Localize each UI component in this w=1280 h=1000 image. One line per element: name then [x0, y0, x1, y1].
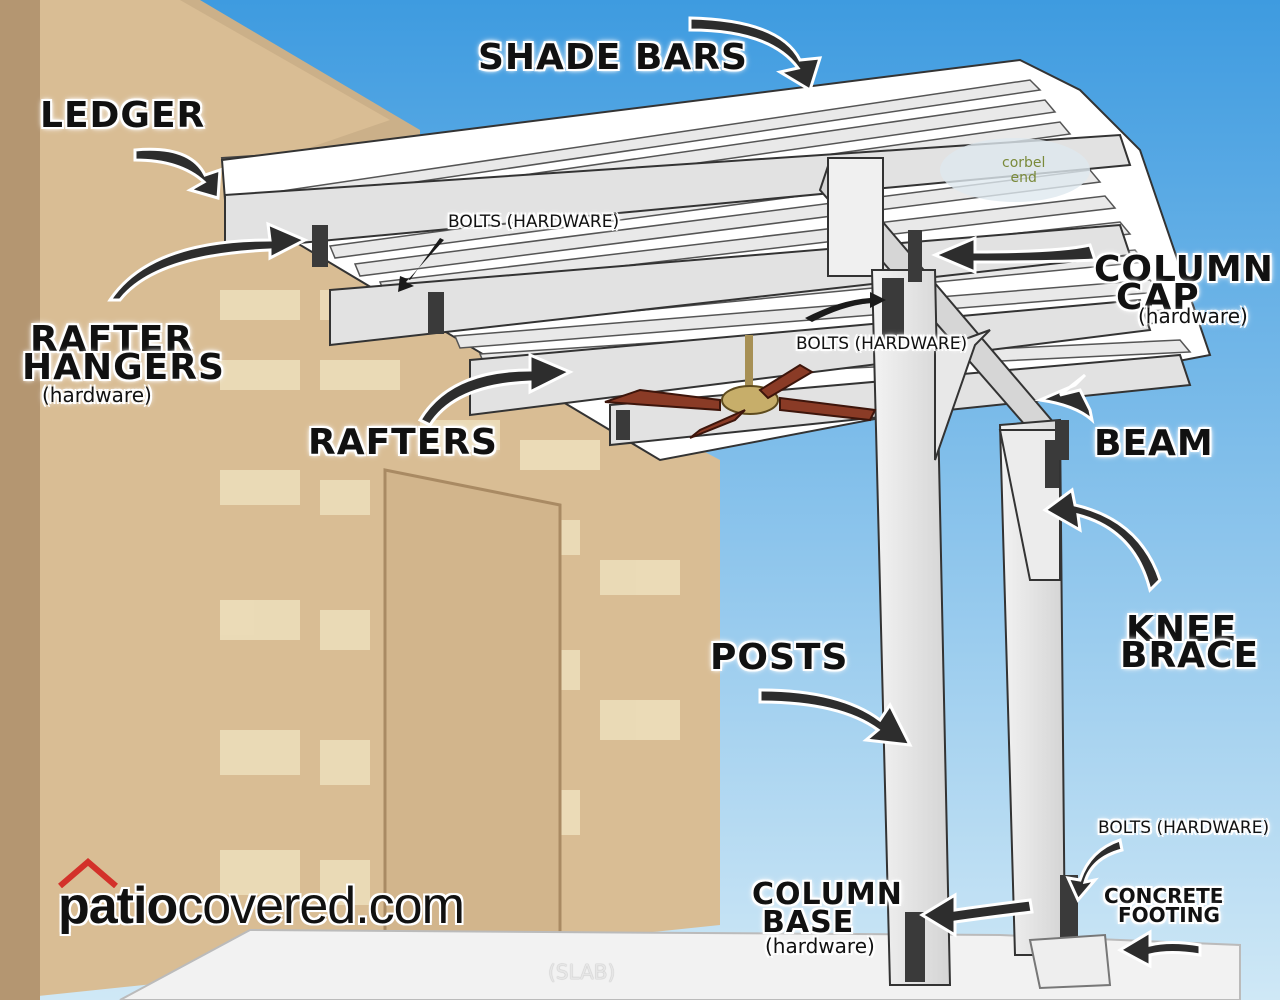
concrete-footing	[1028, 933, 1112, 990]
knee-brace-left	[934, 329, 991, 461]
label-bolts-bottom: BOLTS (hardware)	[1098, 818, 1270, 838]
arrow-shade-bars	[688, 16, 823, 93]
label-concrete-footing-line1: CONCRETE	[1104, 884, 1224, 908]
label-corbel-line1: corbel	[1002, 155, 1046, 171]
logo[interactable]: patiocovered.com	[58, 858, 465, 935]
logo-word-patio: patio	[58, 877, 178, 935]
arrow-posts	[758, 688, 913, 747]
label-knee-brace-line2: BRACE	[1120, 635, 1260, 676]
arrow-beam	[1034, 373, 1095, 425]
arrow-ledger	[133, 147, 222, 200]
slab	[119, 928, 1241, 1000]
label-corbel-line2: end	[1010, 169, 1037, 186]
arrow-knee-brace	[1042, 487, 1162, 593]
label-beam: BEAM	[1094, 423, 1214, 464]
label-rafter-hangers-line1: RAFTER	[30, 319, 194, 360]
label-column-cap-sub: (hardware)	[1138, 304, 1248, 328]
label-ledger: LEDGER	[40, 95, 206, 136]
arrow-bolts-bottom	[1065, 838, 1124, 903]
logo-word-covered: covered.com	[177, 877, 465, 935]
arrow-footing	[1116, 929, 1202, 969]
label-posts: POSTS	[710, 637, 849, 678]
bolt-pointers	[398, 238, 886, 322]
label-rafter-hangers-sub: (hardware)	[42, 383, 152, 407]
door	[383, 468, 562, 1000]
arrow-rafter-hangers	[107, 221, 309, 302]
label-concrete-footing-line2: FOOTING	[1118, 903, 1220, 927]
label-column-cap-line2: CAP	[1116, 277, 1200, 318]
callout-arrows	[107, 16, 1202, 969]
arrow-column-base	[919, 892, 1034, 938]
arrow-rafters	[417, 352, 574, 427]
label-column-base-sub: (hardware)	[765, 934, 875, 958]
label-slab: (SLAB)	[548, 960, 616, 984]
label-corbel-end: corbel end	[1002, 156, 1045, 185]
label-bolts-mid: BOLTS (hardware)	[796, 334, 968, 354]
label-shade-bars: SHADE BARS	[478, 37, 748, 78]
label-rafter-hangers-line2: HANGERS	[22, 347, 225, 388]
label-rafters: RAFTERS	[308, 422, 498, 463]
wall-edge	[0, 0, 40, 1000]
logo-roof-icon	[58, 858, 118, 888]
ceiling-fan	[604, 335, 877, 439]
column-cap-block	[827, 157, 884, 277]
label-knee-brace-line1: KNEE	[1126, 609, 1238, 650]
label-column-base-line1: COLUMN	[752, 877, 903, 912]
corbel-end-highlight	[940, 138, 1090, 202]
label-column-cap-line1: COLUMN	[1094, 249, 1274, 290]
arrow-column-cap	[931, 235, 1098, 275]
label-column-base-line2: BASE	[762, 905, 855, 940]
label-bolts-top: BOLTS (hardware)	[448, 212, 620, 232]
